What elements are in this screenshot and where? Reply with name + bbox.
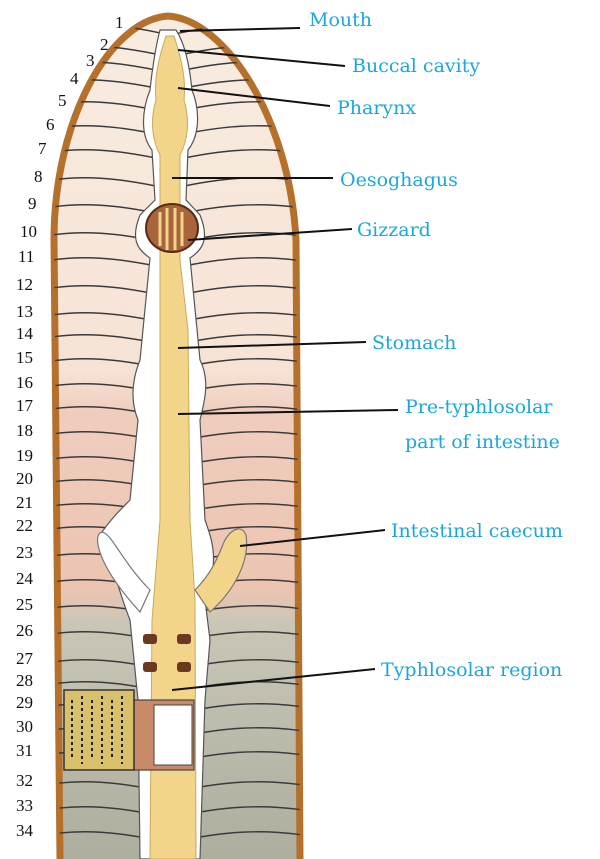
gizzard-organ: [146, 204, 198, 252]
label-typhlosolar-region: Typhlosolar region: [381, 659, 562, 681]
segment-number: 27: [16, 649, 34, 668]
segment-number: 15: [16, 348, 33, 367]
label-pretyphlosolar-line1: Pre-typhlosolar: [405, 396, 553, 418]
segment-number: 8: [34, 167, 43, 186]
segment-number: 32: [16, 771, 33, 790]
segment-number: 28: [16, 671, 33, 690]
labels: Mouth Buccal cavity Pharynx Oesoghagus G…: [309, 9, 563, 681]
segment-number: 7: [38, 139, 47, 158]
segment-number: 2: [100, 35, 109, 54]
label-stomach: Stomach: [372, 332, 456, 354]
label-pharynx: Pharynx: [337, 97, 416, 119]
segment-number: 34: [16, 821, 34, 840]
segment-number: 10: [20, 222, 37, 241]
label-pretyphlosolar-line2: part of intestine: [405, 431, 560, 453]
label-intestinal-caecum: Intestinal caecum: [391, 520, 563, 542]
septal-section-left: [64, 690, 134, 770]
segment-number: 21: [16, 493, 33, 512]
segment-number: 16: [16, 373, 33, 392]
segment-number: 14: [16, 324, 34, 343]
segment-number: 18: [16, 421, 33, 440]
segment-number: 31: [16, 741, 33, 760]
segment-number: 20: [16, 469, 33, 488]
label-mouth: Mouth: [309, 9, 372, 31]
segment-number: 11: [18, 247, 34, 266]
segment-number: 23: [16, 543, 33, 562]
label-buccal-cavity: Buccal cavity: [352, 55, 480, 77]
segment-number: 19: [16, 446, 33, 465]
segment-number: 5: [58, 91, 67, 110]
segment-number: 17: [16, 396, 34, 415]
segment-number: 1: [115, 13, 124, 32]
label-gizzard: Gizzard: [357, 219, 431, 241]
segment-number: 22: [16, 516, 33, 535]
segment-number: 26: [16, 621, 33, 640]
segment-number: 13: [16, 302, 33, 321]
segment-number: 24: [16, 569, 34, 588]
segment-number: 9: [28, 194, 37, 213]
segment-number: 29: [16, 693, 33, 712]
segment-number: 25: [16, 595, 33, 614]
segment-number: 12: [16, 275, 33, 294]
segment-number: 30: [16, 717, 33, 736]
segment-number: 3: [86, 51, 95, 70]
segment-number: 6: [46, 115, 55, 134]
segment-number: 33: [16, 796, 33, 815]
segment-number: 4: [70, 69, 79, 88]
label-oesophagus: Oesoghagus: [340, 169, 458, 191]
